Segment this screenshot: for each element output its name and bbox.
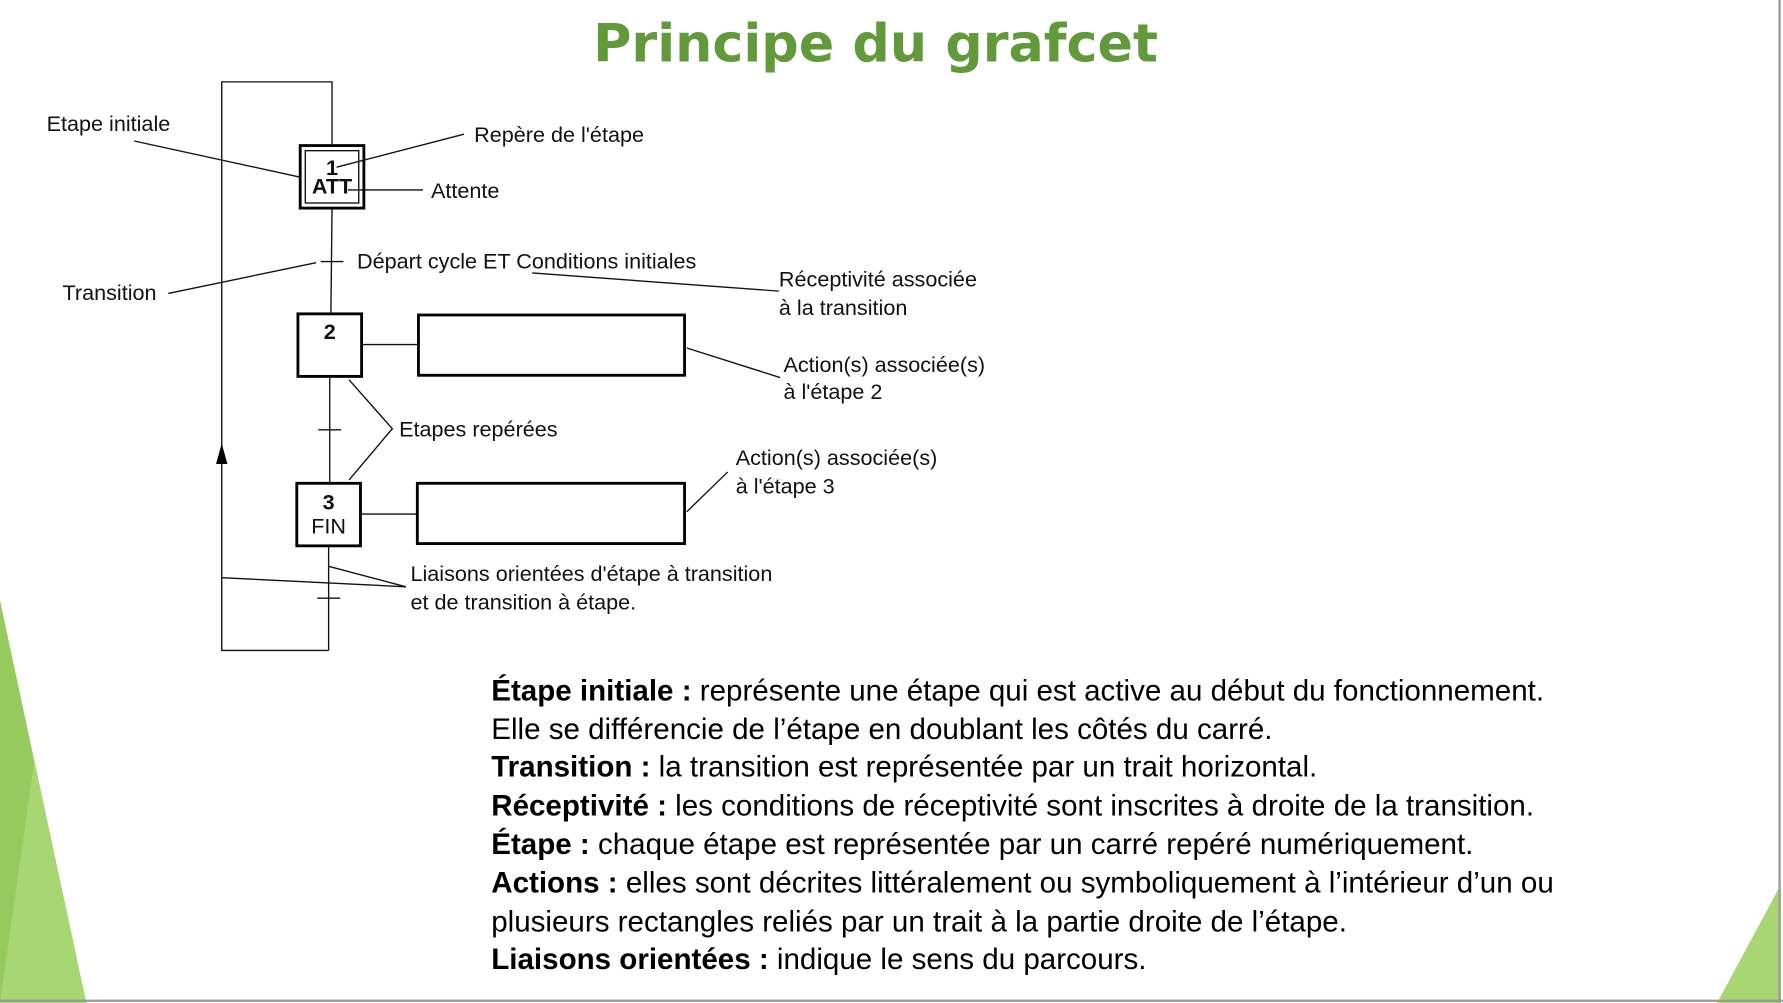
step-1-inner <box>304 149 360 204</box>
definition-line: Transition : la transition est représent… <box>491 751 1317 784</box>
definition-line: Réceptivité : les conditions de réceptiv… <box>491 789 1534 822</box>
definitions: Étape initiale : représente une étape qu… <box>491 674 1554 976</box>
return-link <box>221 81 333 652</box>
up-arrow-icon <box>216 443 228 464</box>
label-etape-initiale: Etape initiale <box>47 111 171 136</box>
label-condition: Départ cycle ET Conditions initiales <box>357 248 696 273</box>
step-1-number: 1 <box>326 155 338 180</box>
page-title: Principe du grafcet <box>593 13 1158 74</box>
definition-line: Étape initiale : représente une étape qu… <box>491 674 1544 708</box>
step-3-number: 3 <box>323 489 335 514</box>
definition-line: plusieurs rectangles reliés par un trait… <box>491 905 1347 938</box>
label-receptivite-1: Réceptivité associée <box>779 267 977 292</box>
label-transition: Transition <box>63 280 157 305</box>
grafcet-diagram: 1 ATT 2 3 FIN Etape initiale Repère de l… <box>47 81 985 652</box>
step-3 <box>295 481 362 548</box>
action-2-box <box>417 313 686 377</box>
left-green-triangle-shade <box>0 600 35 1003</box>
label-receptivite-2: à la transition <box>779 295 907 320</box>
label-liaisons-2: et de transition à étape. <box>410 590 636 615</box>
definition-line: Elle se différencie de l’étape en doubla… <box>491 713 1272 746</box>
right-green-triangle <box>1717 884 1781 1003</box>
label-etapes-reperees: Etapes repérées <box>399 417 558 442</box>
definition-line: Liaisons orientées : indique le sens du … <box>491 943 1146 976</box>
step-2-number: 2 <box>324 319 336 344</box>
leader-lines <box>134 133 781 588</box>
label-action2-2: à l'étape 2 <box>783 379 882 404</box>
step-1-outer <box>298 144 366 210</box>
label-action3-1: Action(s) associée(s) <box>736 445 938 470</box>
label-liaisons-1: Liaisons orientées d'étape à transition <box>410 561 772 586</box>
action-3-box <box>415 481 686 545</box>
definition-line: Actions : elles sont décrites littéralem… <box>491 867 1554 900</box>
label-repere: Repère de l'étape <box>474 122 644 147</box>
definition-line: Étape : chaque étape est représentée par… <box>491 827 1473 861</box>
step-3-name: FIN <box>311 513 346 538</box>
label-action2-1: Action(s) associée(s) <box>783 352 985 377</box>
label-attente: Attente <box>431 178 499 203</box>
label-action3-2: à l'étape 3 <box>736 474 835 499</box>
step-1-name: ATT <box>312 173 352 198</box>
